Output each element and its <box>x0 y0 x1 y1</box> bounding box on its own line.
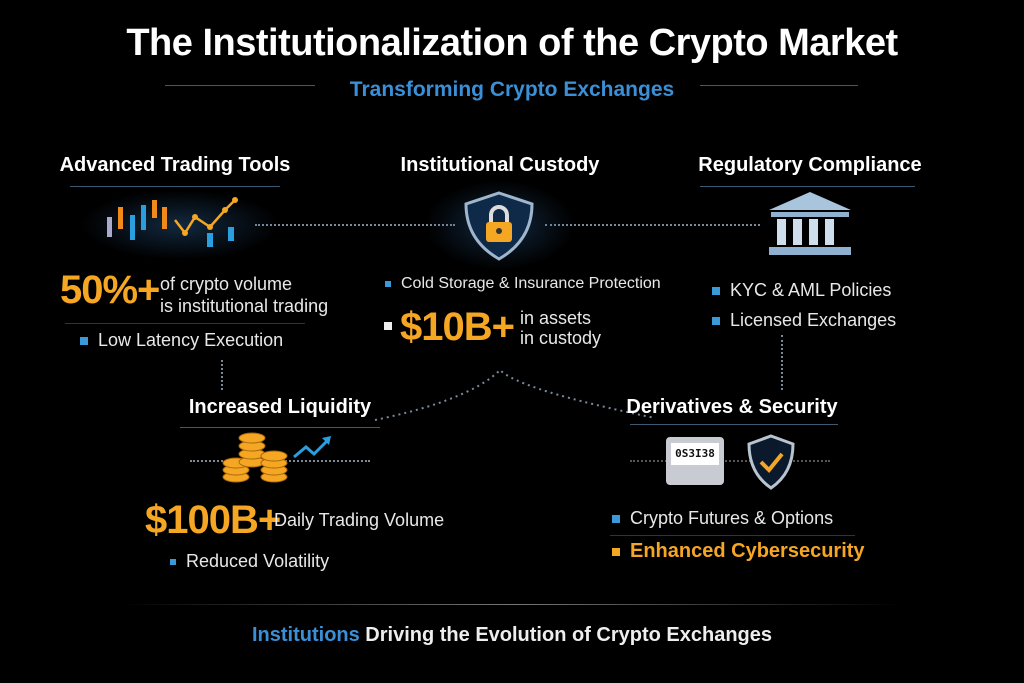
stat-trading: 50%+ <box>60 268 160 312</box>
connector <box>630 460 830 462</box>
stat-custody: $10B+ <box>400 305 515 349</box>
section-heading-compliance: Regulatory Compliance <box>698 154 922 176</box>
divider <box>70 186 280 187</box>
bullet-label: Cold Storage & Insurance Protection <box>401 275 661 292</box>
subtitle: Transforming Crypto Exchanges <box>349 78 675 101</box>
bullet-item: Crypto Futures & Options <box>612 508 833 529</box>
stat-text: in custody <box>520 328 602 348</box>
shield-lock-icon <box>464 191 534 261</box>
divider <box>180 427 380 428</box>
stat-text: in assets <box>520 308 592 328</box>
bullet-item: Reduced Volatility <box>170 551 329 572</box>
stat-text: is institutional trading <box>160 296 329 316</box>
section-heading-trading: Advanced Trading Tools <box>59 154 291 176</box>
divider <box>700 85 858 86</box>
footer-divider <box>120 604 904 605</box>
bullet-label: Enhanced Cybersecurity <box>630 540 865 562</box>
connector-curve <box>374 368 656 421</box>
trading-terminal-icon: 0S3I38 <box>666 437 724 485</box>
bullet-label: Reduced Volatility <box>186 551 330 571</box>
stat-text: of crypto volume <box>160 274 293 294</box>
bank-building-icon <box>769 192 851 255</box>
bullet-label: Licensed Exchanges <box>730 310 897 330</box>
bullet-icon <box>385 280 391 287</box>
divider <box>610 535 855 536</box>
bullet-icon <box>612 547 620 556</box>
ticker-text: 0S3I38 <box>671 443 719 465</box>
bullet-item: Licensed Exchanges <box>712 305 896 335</box>
bullet-item: KYC & AML Policies <box>712 275 896 305</box>
stat-liquidity: $100B+ <box>145 498 281 542</box>
footer-highlight: Institutions <box>251 624 360 646</box>
footer-text: Institutions Driving the Evolution of Cr… <box>0 624 1024 647</box>
bullet-label: Crypto Futures & Options <box>630 508 834 528</box>
section-heading-custody: Institutional Custody <box>400 154 600 176</box>
connector <box>781 335 783 390</box>
coins-chart-icon <box>222 432 331 483</box>
bullet-icon <box>712 317 720 326</box>
bullet-icon <box>712 287 720 296</box>
divider <box>630 424 838 425</box>
page-title: The Institutionalization of the Crypto M… <box>126 22 898 64</box>
divider <box>165 85 315 86</box>
bullet-item: Cold Storage & Insurance Protection <box>385 275 661 293</box>
divider <box>700 186 915 187</box>
bullet-icon <box>384 322 392 330</box>
bullet-icon <box>80 337 88 346</box>
bullet-icon <box>612 515 620 524</box>
stat-liquidity-text: Daily Trading Volume <box>274 510 445 530</box>
chart-icon <box>107 197 238 247</box>
bullet-label: Low Latency Execution <box>98 330 284 350</box>
bullet-list: KYC & AML Policies Licensed Exchanges <box>712 275 896 335</box>
bullet-icon <box>170 559 176 566</box>
connector <box>255 224 455 226</box>
connector <box>545 224 760 226</box>
divider <box>65 323 305 324</box>
bullet-label: KYC & AML Policies <box>730 280 892 300</box>
footer-rest: Driving the Evolution of Crypto Exchange… <box>359 624 773 646</box>
section-heading-derivatives: Derivatives & Security <box>626 396 838 418</box>
connector <box>221 360 223 390</box>
bullet-item: Enhanced Cybersecurity <box>612 540 865 563</box>
section-heading-liquidity: Increased Liquidity <box>188 396 372 418</box>
shield-check-icon <box>747 434 795 490</box>
bullet-item: Low Latency Execution <box>80 330 283 351</box>
